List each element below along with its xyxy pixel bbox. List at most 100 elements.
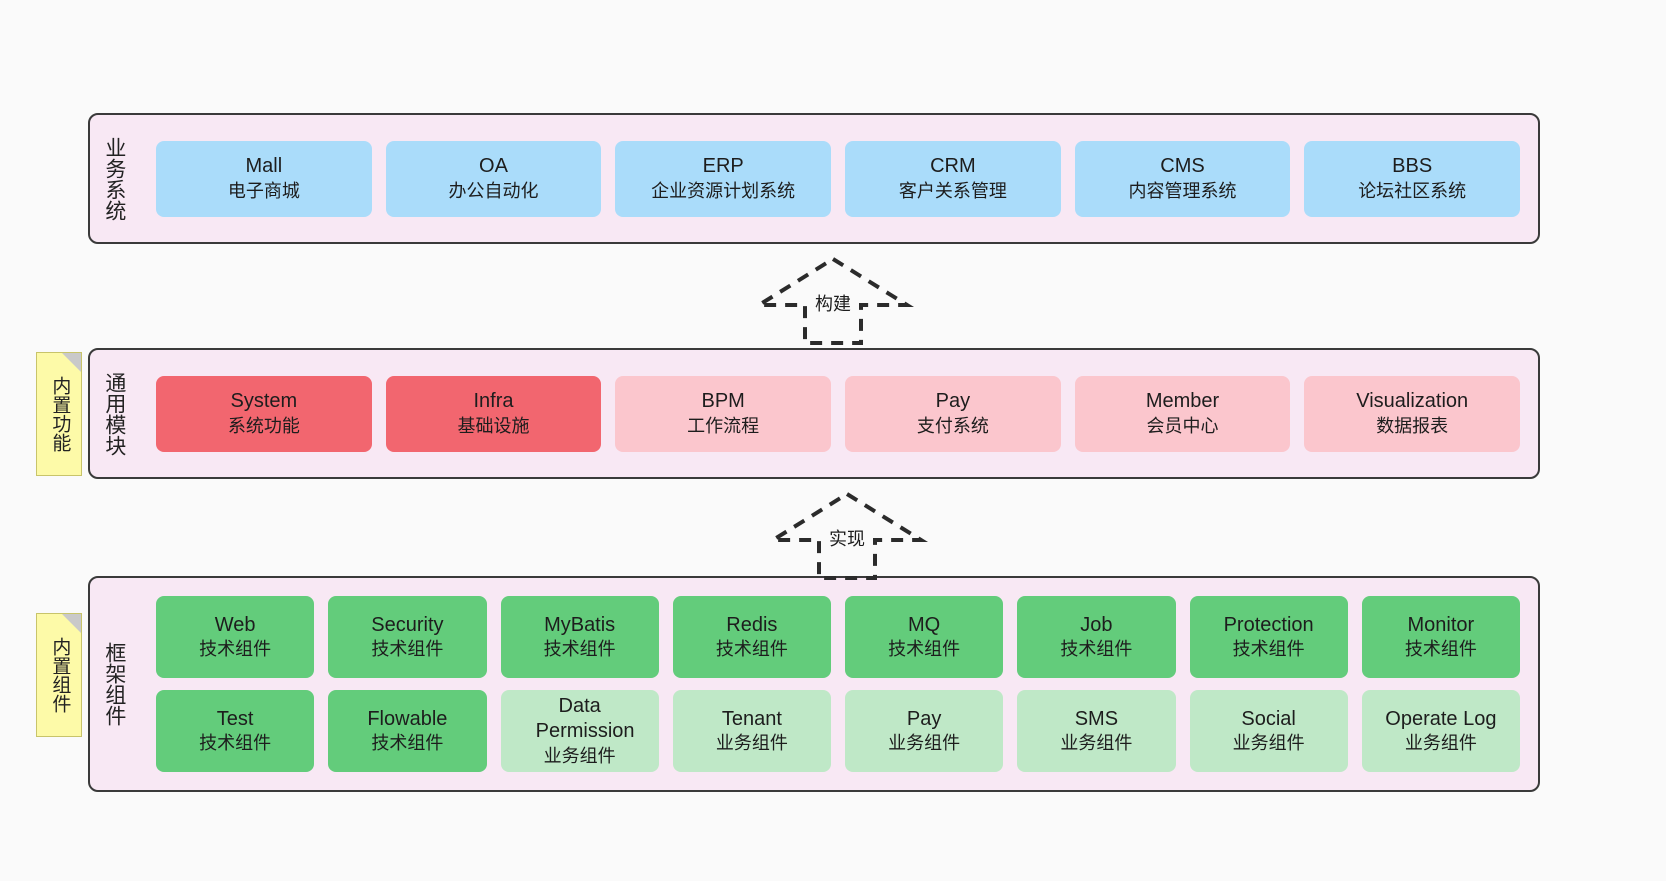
card-title: Data Permission [535,694,635,743]
card-subtitle: 技术组件 [715,639,788,660]
dashed-hollow-arrow-up-icon [765,491,929,580]
card-title: Social [1241,707,1296,730]
card-subtitle: 工作流程 [687,415,760,436]
card-title: Member [1145,390,1220,413]
card-subtitle: 办公自动化 [448,180,539,201]
note-builtin-components-label: 内置组件 [49,637,71,713]
card-title: BBS [1392,155,1433,178]
card-cms[interactable]: CMS 内容管理系统 [1074,140,1291,217]
card-title: Redis [726,613,778,636]
connector-build: 构建 [751,256,915,345]
layer-common-modules-caption: 通用模块 [102,371,126,456]
card-mall[interactable]: Mall 电子商城 [156,140,372,217]
card-monitor[interactable]: Monitor 技术组件 [1361,596,1520,678]
card-redis[interactable]: Redis 技术组件 [672,596,831,678]
card-data-permission[interactable]: Data Permission 业务组件 [500,690,659,772]
card-bpm[interactable]: BPM 工作流程 [615,375,832,452]
card-title: Mall [245,155,283,178]
card-title: Tenant [721,707,782,730]
card-subtitle: 技术组件 [543,639,616,660]
note-builtin-functions-label: 内置功能 [49,376,71,452]
card-test[interactable]: Test 技术组件 [156,690,315,772]
layer-business-systems-body: Mall 电子商城 OA 办公自动化 ERP 企业资源计划系统 CRM 客户关系… [138,115,1538,242]
layer-framework-components-body: Web 技术组件 Security 技术组件 MyBatis 技术组件 Redi… [138,578,1538,790]
card-title: Pay [935,390,971,413]
card-subtitle: 电子商城 [227,180,300,201]
card-title: OA [479,155,508,178]
card-title: BPM [701,390,745,413]
card-subtitle: 业务组件 [1060,733,1133,754]
card-system[interactable]: System 系统功能 [156,375,372,452]
card-title: SMS [1074,707,1119,730]
card-subtitle: 业务组件 [1404,733,1477,754]
connector-realize: 实现 [765,491,929,580]
connector-realize-label: 实现 [827,525,867,551]
card-visualization[interactable]: Visualization 数据报表 [1304,375,1521,452]
layer-business-systems-caption: 业务系统 [102,136,126,221]
card-title: System [230,390,298,413]
card-mq[interactable]: MQ 技术组件 [845,596,1004,678]
card-subtitle: 技术组件 [1232,639,1305,660]
card-title: Protection [1223,613,1314,636]
card-pay-component[interactable]: Pay 业务组件 [845,690,1004,772]
card-subtitle: 技术组件 [371,733,444,754]
card-title: Web [214,613,256,636]
card-flowable[interactable]: Flowable 技术组件 [328,690,487,772]
layer-business-systems: 业务系统 Mall 电子商城 OA 办公自动化 ERP 企业资源计划系统 CRM… [88,113,1540,244]
card-crm[interactable]: CRM 客户关系管理 [845,140,1061,217]
card-tenant[interactable]: Tenant 业务组件 [672,690,831,772]
card-operate-log[interactable]: Operate Log 业务组件 [1361,690,1520,772]
cell-row: Web 技术组件 Security 技术组件 MyBatis 技术组件 Redi… [156,596,1520,678]
layer-framework-components: 框架组件 Web 技术组件 Security 技术组件 MyBatis 技术组件… [88,576,1540,792]
note-builtin-functions: 内置功能 [36,352,82,476]
card-social[interactable]: Social 业务组件 [1189,690,1348,772]
card-erp[interactable]: ERP 企业资源计划系统 [615,140,832,217]
card-title: ERP [702,155,744,178]
card-sms[interactable]: SMS 业务组件 [1017,690,1176,772]
card-title: Monitor [1407,613,1475,636]
card-protection[interactable]: Protection 技术组件 [1189,596,1348,678]
card-mybatis[interactable]: MyBatis 技术组件 [500,596,659,678]
connector-build-label: 构建 [813,290,853,316]
card-subtitle: 技术组件 [199,639,272,660]
card-title: Infra [473,390,514,413]
card-member[interactable]: Member 会员中心 [1074,375,1291,452]
cell-row: Mall 电子商城 OA 办公自动化 ERP 企业资源计划系统 CRM 客户关系… [156,140,1521,217]
card-title: Security [371,613,444,636]
card-subtitle: 技术组件 [199,733,272,754]
dashed-hollow-arrow-up-icon [751,256,915,345]
card-subtitle: 业务组件 [1232,733,1305,754]
card-subtitle: 数据报表 [1376,415,1449,436]
card-subtitle: 系统功能 [227,415,300,436]
card-bbs[interactable]: BBS 论坛社区系统 [1304,140,1521,217]
card-pay[interactable]: Pay 支付系统 [845,375,1061,452]
layer-common-modules-body: System 系统功能 Infra 基础设施 BPM 工作流程 Pay 支付系统… [138,350,1538,477]
card-title: Visualization [1356,390,1469,413]
card-subtitle: 技术组件 [1060,639,1133,660]
note-builtin-components: 内置组件 [36,613,82,737]
card-security[interactable]: Security 技术组件 [328,596,487,678]
cell-row: System 系统功能 Infra 基础设施 BPM 工作流程 Pay 支付系统… [156,375,1521,452]
card-title: Flowable [367,707,448,730]
card-subtitle: 客户关系管理 [898,180,1007,201]
card-subtitle: 技术组件 [888,639,961,660]
card-subtitle: 基础设施 [457,415,530,436]
layer-framework-components-caption: 框架组件 [102,642,126,726]
card-job[interactable]: Job 技术组件 [1017,596,1176,678]
card-oa[interactable]: OA 办公自动化 [385,140,602,217]
card-title: CMS [1160,155,1205,178]
card-title: CRM [930,155,976,178]
card-subtitle: 论坛社区系统 [1358,180,1467,201]
card-infra[interactable]: Infra 基础设施 [385,375,602,452]
card-subtitle: 技术组件 [371,639,444,660]
card-subtitle: 业务组件 [715,733,788,754]
card-title: Pay [906,707,942,730]
card-subtitle: 会员中心 [1146,415,1219,436]
card-subtitle: 内容管理系统 [1128,180,1237,201]
card-title: Test [216,707,254,730]
card-web[interactable]: Web 技术组件 [156,596,315,678]
card-subtitle: 企业资源计划系统 [651,180,796,201]
card-subtitle: 业务组件 [543,746,616,767]
card-subtitle: 业务组件 [888,733,961,754]
